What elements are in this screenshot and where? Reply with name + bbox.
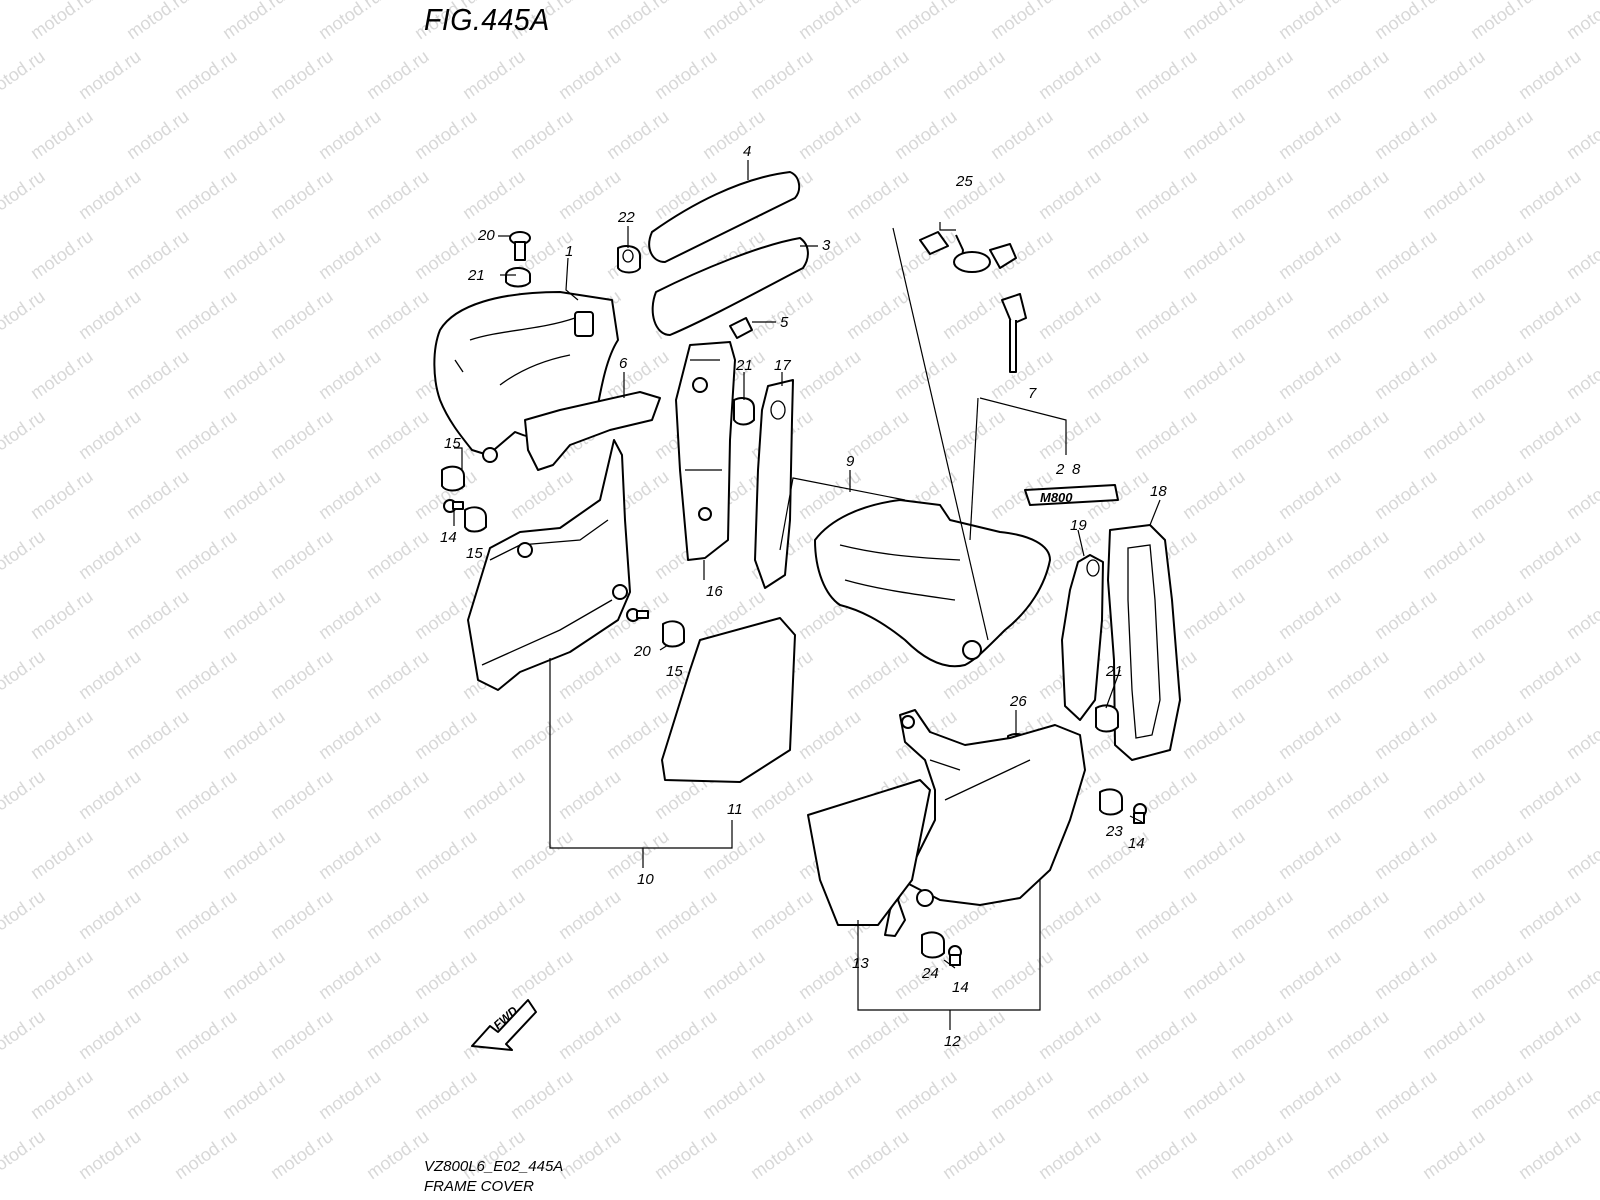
part-25-lock-set	[919, 222, 1027, 373]
callout-9: 9	[846, 453, 855, 470]
callout-5: 5	[780, 314, 789, 331]
part-23-grommet	[1099, 788, 1123, 816]
part-15-grommet-b	[464, 506, 487, 533]
part-5-sleeve	[729, 317, 753, 339]
part-8-emblem: M800	[1024, 484, 1119, 506]
callout-15b: 15	[466, 545, 483, 562]
callout-24: 24	[921, 965, 939, 982]
callout-15c: 15	[666, 663, 683, 680]
callout-13: 13	[852, 955, 869, 972]
part-16-bracket	[675, 341, 736, 561]
callout-leaders	[453, 160, 1161, 969]
model-code: VZ800L6_E02_445A	[424, 1158, 564, 1175]
part-21-grommet-right	[1095, 704, 1119, 733]
emblem-text: M800	[1040, 490, 1073, 505]
part-22-cap	[617, 245, 641, 274]
callout-8: 8	[1072, 461, 1081, 478]
part-20-screw-top	[509, 231, 531, 261]
callout-18: 18	[1150, 483, 1167, 500]
callout-20b: 20	[633, 643, 651, 660]
exploded-outline-9	[779, 227, 989, 641]
callout-26: 26	[1009, 693, 1027, 710]
part-10-left-side-cover	[467, 439, 631, 691]
callout-21a: 21	[467, 267, 485, 284]
callout-21b: 21	[735, 357, 753, 374]
callout-12: 12	[944, 1033, 961, 1050]
fwd-arrow-icon: FWD	[471, 999, 537, 1051]
part-12-right-side-cover	[884, 709, 1086, 937]
callout-3: 3	[822, 237, 831, 254]
callout-14a: 14	[440, 529, 457, 546]
part-21-grommet-top	[505, 267, 531, 288]
part-14-bolt-a	[443, 499, 464, 513]
callout-14c: 14	[952, 979, 969, 996]
callout-2: 2	[1055, 461, 1065, 478]
callout-16: 16	[706, 583, 723, 600]
callout-23: 23	[1105, 823, 1123, 840]
leader-7	[979, 397, 1067, 455]
part-6-bracket	[524, 391, 661, 471]
part-3-pad	[651, 237, 809, 336]
part-24-grommet	[921, 931, 945, 959]
part-15-grommet-c	[662, 620, 685, 648]
part-19-strip	[1061, 554, 1104, 721]
callout-4: 4	[743, 143, 751, 160]
part-14-bolt-b	[1133, 803, 1147, 824]
part-14-bolt-c	[948, 945, 962, 966]
part-9-right-frame-cover	[814, 499, 1051, 668]
part-15-grommet-a	[441, 465, 465, 492]
callout-14b: 14	[1128, 835, 1145, 852]
part-4-pad	[648, 171, 801, 263]
part-21-grommet-mid	[733, 397, 755, 426]
figure-title: FIG.445A	[424, 2, 550, 37]
part-11-pad	[661, 617, 796, 783]
leader-12	[857, 880, 1041, 1030]
callout-11: 11	[727, 801, 743, 818]
callout-22: 22	[617, 209, 635, 226]
part-20-screw-lower	[626, 608, 649, 622]
section-name: FRAME COVER	[424, 1178, 535, 1195]
callout-6: 6	[619, 355, 628, 372]
part-18-cover	[1107, 524, 1181, 761]
callout-17: 17	[774, 357, 791, 374]
callout-21c: 21	[1105, 663, 1123, 680]
callout-20a: 20	[477, 227, 495, 244]
callout-19: 19	[1070, 517, 1087, 534]
callout-15a: 15	[444, 435, 461, 452]
callout-1: 1	[565, 243, 573, 260]
callout-7: 7	[1028, 385, 1037, 402]
callout-25: 25	[955, 173, 973, 190]
leader-7-diag	[969, 397, 979, 541]
part-17-strip	[754, 379, 794, 589]
callout-10: 10	[637, 871, 654, 888]
leader-10	[549, 658, 733, 868]
part-13-pad	[807, 779, 931, 926]
